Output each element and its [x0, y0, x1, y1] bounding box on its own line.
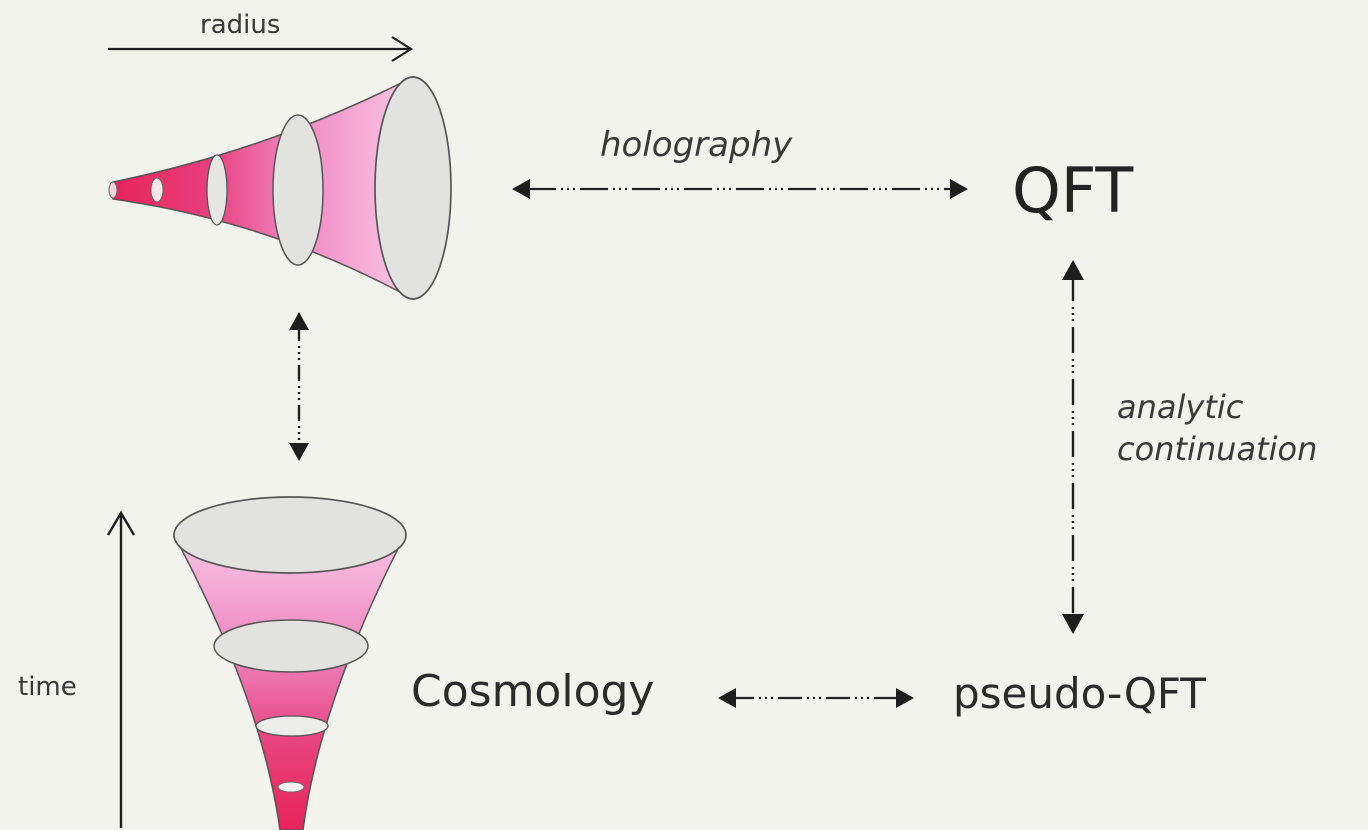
cone-ring-4 — [273, 115, 323, 265]
cone-ring-2 — [151, 178, 163, 202]
time-label: time — [18, 674, 77, 700]
cosmology-pseudo-qft-arrow — [718, 688, 914, 708]
qft-label: QFT — [1012, 160, 1133, 222]
cosmology-label: Cosmology — [411, 670, 654, 714]
analytic-continuation-label: analytic continuation — [1117, 386, 1317, 470]
holography-label: holography — [600, 128, 792, 162]
pseudo-qft-label: pseudo-QFT — [953, 673, 1206, 715]
cone-ring-bottom-2 — [256, 716, 328, 736]
analytic-line-2: continuation — [1117, 428, 1317, 470]
analytic-line-1: analytic — [1117, 386, 1317, 428]
cone-ring-3 — [207, 155, 227, 225]
radius-arrow — [108, 37, 411, 61]
horizontal-cone — [109, 77, 451, 299]
time-arrow — [108, 513, 134, 828]
cone-open-end — [375, 77, 451, 299]
cone-ring-1 — [109, 182, 117, 198]
analytic-continuation-arrow — [1062, 260, 1084, 634]
holography-arrow — [512, 179, 968, 199]
cone-ring-bottom-1 — [278, 782, 304, 792]
cone-relation-arrow — [289, 312, 309, 461]
radius-label: radius — [200, 12, 280, 38]
vertical-cone — [174, 497, 406, 830]
cone-open-top — [174, 497, 406, 573]
cone-ring-bottom-3 — [214, 620, 368, 672]
